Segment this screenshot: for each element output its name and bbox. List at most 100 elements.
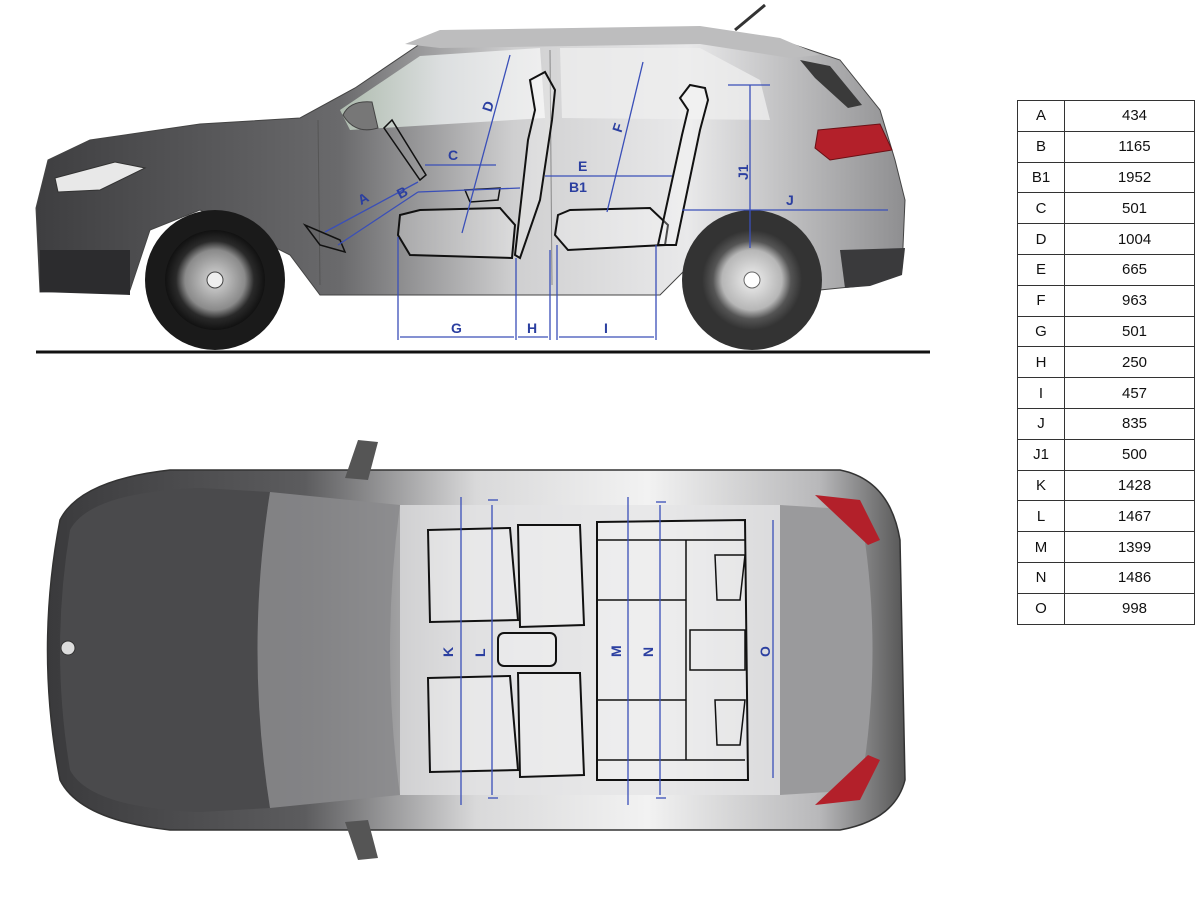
rear-top xyxy=(780,505,873,795)
label-K: K xyxy=(440,647,456,657)
dimension-value: 1467 xyxy=(1064,500,1195,533)
label-E: E xyxy=(578,158,587,174)
roof-top xyxy=(400,505,780,795)
rear-bench-top xyxy=(596,518,750,781)
dimension-value: 500 xyxy=(1064,438,1195,471)
dimension-value: 998 xyxy=(1064,592,1195,625)
front-seats-top xyxy=(426,524,586,779)
dimension-value: 665 xyxy=(1064,253,1195,286)
side-dimension-lines xyxy=(324,54,888,340)
label-C: C xyxy=(448,147,458,163)
rear-glass xyxy=(800,60,862,108)
side-view: A B C D E B1 F J1 J G H I xyxy=(35,3,930,354)
door-line-front xyxy=(317,119,321,286)
dimension-key: D xyxy=(1017,223,1065,255)
dimension-key: J1 xyxy=(1017,438,1065,471)
windshield-top xyxy=(257,492,400,808)
dimension-key: E xyxy=(1017,253,1065,286)
dimension-value: 1486 xyxy=(1064,561,1195,594)
dimension-value: 1952 xyxy=(1064,161,1195,194)
mirror-top-right xyxy=(345,820,378,860)
brand-logo xyxy=(60,640,76,656)
dimension-value: 250 xyxy=(1064,346,1195,379)
dimension-value: 1399 xyxy=(1064,531,1195,563)
top-dimension-lines xyxy=(460,497,774,805)
side-mirror xyxy=(342,101,379,131)
dimension-key: A xyxy=(1017,100,1065,132)
door-line-mid xyxy=(549,49,553,286)
side-window-rear xyxy=(560,48,770,120)
dimension-value: 1004 xyxy=(1064,223,1195,255)
dimension-key: N xyxy=(1017,561,1065,594)
tail-light-top-left xyxy=(815,495,880,545)
steering-column xyxy=(383,118,427,182)
dimension-key: L xyxy=(1017,500,1065,533)
label-H: H xyxy=(527,320,537,336)
hood-top xyxy=(60,488,270,812)
tail-light-top-right xyxy=(815,755,880,805)
label-M: M xyxy=(608,645,624,657)
dimension-key: H xyxy=(1017,346,1065,379)
center-console xyxy=(497,632,557,667)
tail-light xyxy=(814,123,893,161)
label-O: O xyxy=(757,646,773,657)
dimension-key: B xyxy=(1017,130,1065,163)
dimension-key: M xyxy=(1017,531,1065,563)
dimension-value: 501 xyxy=(1064,315,1195,348)
dimension-value: 434 xyxy=(1064,100,1195,132)
dimension-value: 835 xyxy=(1064,407,1195,440)
dimension-value: 1165 xyxy=(1064,130,1195,163)
rear-seat-side xyxy=(553,83,710,252)
dimension-key: C xyxy=(1017,192,1065,225)
dimension-key: J xyxy=(1017,407,1065,440)
dimension-key: B1 xyxy=(1017,161,1065,194)
lower-trim xyxy=(40,250,130,295)
dimension-key: I xyxy=(1017,377,1065,409)
label-J1: J1 xyxy=(735,164,751,180)
pedal xyxy=(302,223,347,254)
rear-bumper xyxy=(840,248,905,288)
dimension-key: F xyxy=(1017,284,1065,317)
dimension-value: 457 xyxy=(1064,377,1195,409)
label-J: J xyxy=(786,192,794,208)
mirror-top-left xyxy=(345,440,378,480)
label-N: N xyxy=(640,647,656,657)
front-seat-side xyxy=(396,70,557,260)
side-window-front xyxy=(340,48,545,130)
rear-wheel xyxy=(682,210,822,350)
label-B1: B1 xyxy=(569,179,587,195)
dimension-key: G xyxy=(1017,315,1065,348)
label-G: G xyxy=(451,320,462,336)
antenna xyxy=(734,3,766,32)
dimension-key: O xyxy=(1017,592,1065,625)
label-I: I xyxy=(604,320,608,336)
roof-side xyxy=(405,26,820,58)
label-L: L xyxy=(472,648,488,657)
top-view: K L M N O xyxy=(46,440,906,860)
dimension-value: 501 xyxy=(1064,192,1195,225)
dimension-value: 1428 xyxy=(1064,469,1195,502)
dimension-key: K xyxy=(1017,469,1065,502)
headlight xyxy=(54,161,147,193)
label-D: D xyxy=(479,99,497,114)
front-wheel xyxy=(145,210,285,350)
